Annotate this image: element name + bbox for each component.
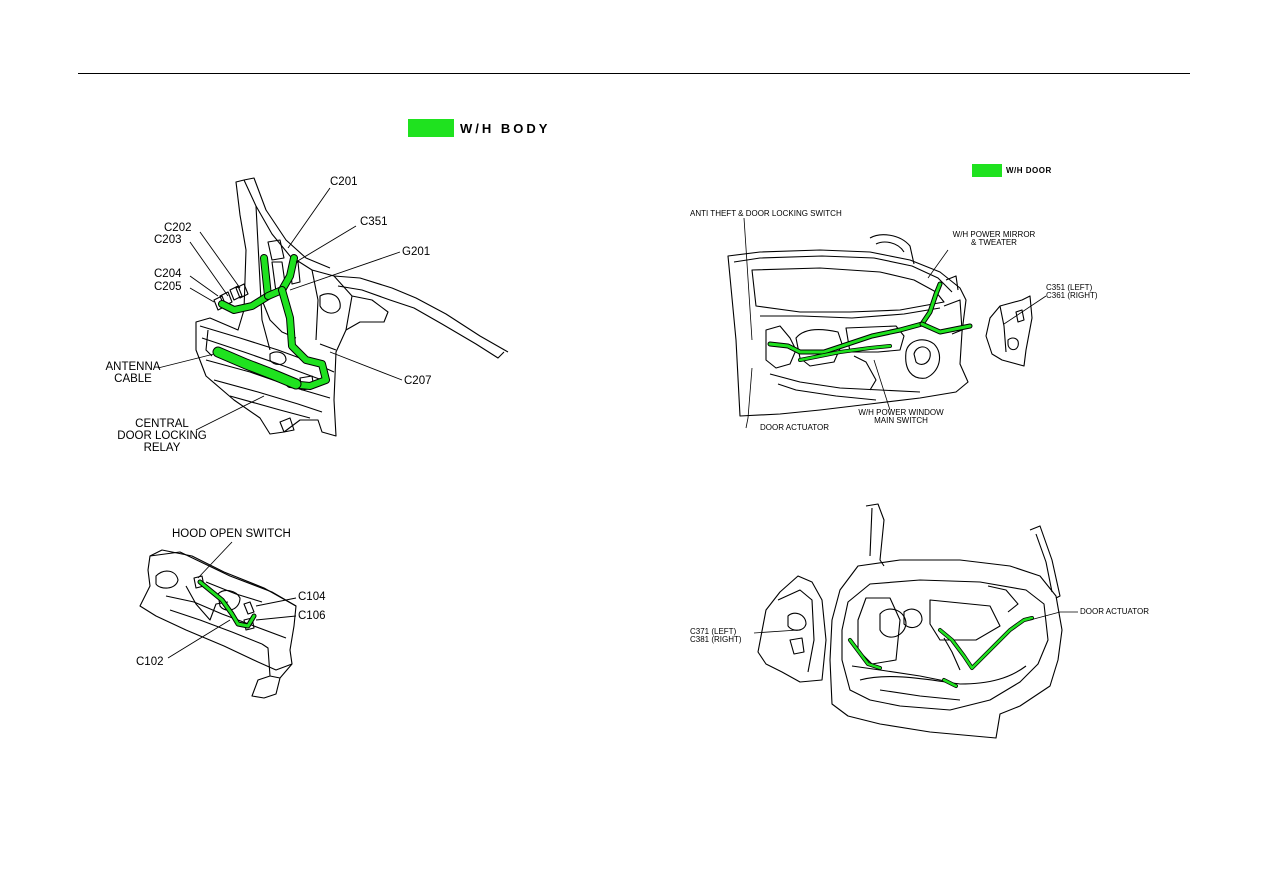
label-anti-theft-switch: ANTI THEFT & DOOR LOCKING SWITCH bbox=[690, 209, 842, 218]
rear-door-leader-lines bbox=[753, 611, 1078, 634]
legend-wh-door: W/H DOOR bbox=[972, 164, 1052, 177]
label-power-window-line2: MAIN SWITCH bbox=[874, 416, 928, 426]
rear-door-drawing bbox=[757, 503, 1063, 739]
label-antenna-cable-line1: ANTENNA bbox=[105, 361, 161, 373]
label-c371-left-text: C371 (LEFT) bbox=[690, 627, 737, 636]
label-power-window-line1: W/H POWER WINDOW bbox=[858, 408, 944, 417]
hood-leader-lines bbox=[167, 541, 297, 659]
label-c201: C201 bbox=[330, 176, 358, 188]
header-rule bbox=[78, 73, 1190, 74]
label-c205: C205 bbox=[154, 281, 182, 293]
label-door-actuator-front: DOOR ACTUATOR bbox=[760, 423, 830, 432]
label-central-door-locking-relay: CENTRAL DOOR LOCKING RELAY bbox=[104, 418, 220, 454]
label-central-line2: DOOR LOCKING bbox=[117, 430, 207, 443]
label-c102: C102 bbox=[136, 656, 164, 668]
label-c371-left: C371 (LEFT) C381 (RIGHT) bbox=[690, 627, 742, 645]
label-c106: C106 bbox=[298, 610, 326, 622]
label-power-mirror-line2: & TWEATER bbox=[971, 238, 1017, 248]
label-g201: G201 bbox=[402, 246, 431, 258]
label-c104: C104 bbox=[298, 591, 326, 603]
label-power-mirror-line1: W/H POWER MIRROR bbox=[952, 230, 1036, 239]
label-power-mirror: W/H POWER MIRROR & TWEATER bbox=[938, 230, 1050, 248]
label-door-actuator-rear: DOOR ACTUATOR bbox=[1080, 607, 1150, 616]
front-door-harness bbox=[767, 281, 973, 362]
hood-strut-drawing bbox=[139, 549, 297, 699]
label-c202: C202 bbox=[164, 222, 192, 234]
label-central-line1: CENTRAL bbox=[135, 418, 189, 430]
label-c361-right-text: C361 (RIGHT) bbox=[1046, 291, 1098, 301]
label-c203: C203 bbox=[154, 234, 182, 246]
body-leader-lines bbox=[157, 187, 403, 431]
legend-door-label: W/H DOOR bbox=[1006, 166, 1052, 175]
legend-body-swatch bbox=[408, 119, 454, 137]
label-c207: C207 bbox=[404, 375, 432, 387]
body-harness bbox=[212, 254, 330, 390]
label-hood-open-switch: HOOD OPEN SWITCH bbox=[172, 528, 291, 540]
legend-door-swatch bbox=[972, 164, 1002, 177]
hood-harness bbox=[197, 579, 257, 629]
legend-body-label: W/H BODY bbox=[460, 120, 551, 136]
label-power-window-switch: W/H POWER WINDOW MAIN SWITCH bbox=[846, 408, 956, 426]
label-antenna-cable: ANTENNA CABLE bbox=[100, 361, 166, 385]
label-c351: C351 bbox=[360, 216, 388, 228]
legend-wh-body: W/H BODY bbox=[408, 119, 550, 137]
front-door-leader-lines bbox=[743, 217, 1047, 429]
rear-door-harness bbox=[848, 616, 1034, 688]
label-c351-left-text: C351 (LEFT) bbox=[1046, 283, 1093, 292]
label-c381-right-text: C381 (RIGHT) bbox=[690, 635, 742, 645]
front-door-drawing bbox=[727, 234, 1033, 417]
label-c204: C204 bbox=[154, 268, 182, 280]
label-antenna-cable-line2: CABLE bbox=[114, 373, 152, 386]
label-central-line3: RELAY bbox=[143, 442, 181, 455]
label-c351-left: C351 (LEFT) C361 (RIGHT) bbox=[1046, 283, 1098, 301]
